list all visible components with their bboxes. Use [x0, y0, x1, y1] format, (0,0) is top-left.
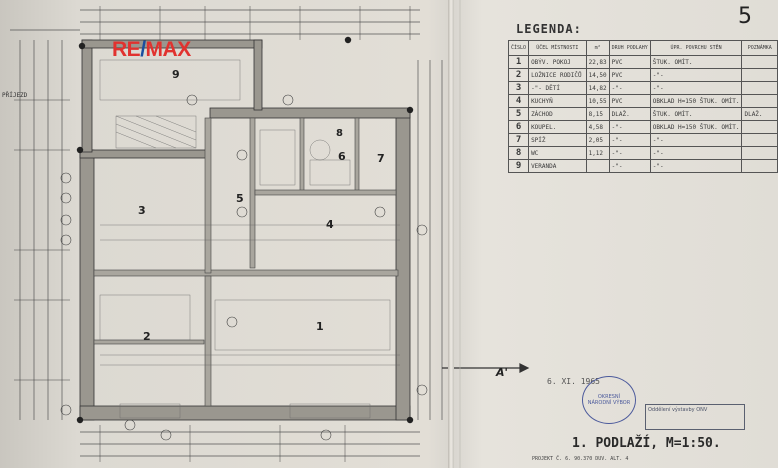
round-stamp-text: OKRESNÍ NÁRODNÍ VÝBOR	[587, 394, 631, 406]
legend-cell-floor: PVC	[608, 94, 651, 108]
room-label-6: 6	[338, 150, 346, 163]
legend-cell-note	[741, 159, 778, 173]
legend-header: ČÍSLO	[507, 40, 530, 56]
legend-cell-walls: -"-	[649, 68, 743, 82]
legend-cell-no: 6	[507, 120, 530, 134]
room-label-3: 3	[138, 204, 146, 217]
legend-cell-floor: -"-	[608, 146, 651, 160]
legend-cell-name: VERANDA	[528, 159, 587, 173]
legend-cell-walls: OBKLAD H=150 ŠTUK. OMÍT.	[649, 94, 743, 108]
legend-cell-name: SPÍŽ	[528, 133, 587, 147]
round-stamp: OKRESNÍ NÁRODNÍ VÝBOR	[582, 376, 636, 424]
legend-table: ČÍSLO ÚČEL MÍSTNOSTI m² DRUH PODLAHY ÚPR…	[507, 40, 778, 173]
legend-cell-no: 1	[507, 55, 530, 69]
legend-cell-walls: ŠTUK. OMÍT.	[649, 107, 743, 121]
legend-cell-note	[741, 55, 778, 69]
entrance-label: PŘÍJEZD	[2, 92, 28, 99]
legend-header: ÚČEL MÍSTNOSTI	[528, 40, 587, 56]
legend-cell-floor: -"-	[608, 133, 651, 147]
room-label-7: 7	[377, 152, 385, 165]
legend-cell-name: KUCHYŇ	[528, 94, 587, 108]
legend-cell-walls: -"-	[649, 133, 743, 147]
legend-header: m²	[585, 40, 610, 56]
paper-fold	[448, 0, 454, 468]
legend-cell-floor: -"-	[608, 81, 651, 95]
legend-cell-note	[741, 120, 778, 134]
legend-cell-walls: -"-	[649, 159, 743, 173]
remax-logo: RE/MAX	[112, 38, 191, 61]
legend-cell-note	[741, 146, 778, 160]
legend-cell-area: 14,82	[585, 81, 610, 95]
legend-cell-floor: PVC	[608, 68, 651, 82]
floor-title: 1. PODLAŽÍ, M=1:50.	[572, 436, 721, 451]
room-label-2: 2	[143, 330, 151, 343]
legend-cell-walls: ŠTUK. OMÍT.	[649, 55, 743, 69]
room-label-4: 4	[326, 218, 334, 231]
legend-cell-note	[741, 68, 778, 82]
legend-cell-area: 1,12	[585, 146, 610, 160]
legend-title: LEGENDA:	[516, 22, 582, 36]
legend-cell-name: -"- DĚTÍ	[528, 81, 587, 95]
room-label-8: 8	[336, 128, 343, 139]
legend-cell-no: 7	[507, 133, 530, 147]
legend-cell-no: 4	[507, 94, 530, 108]
legend-cell-note: DLAŽ.	[741, 107, 778, 121]
sheet-number: 5	[738, 4, 752, 29]
room-label-5: 5	[236, 192, 244, 205]
legend-cell-walls: -"-	[649, 81, 743, 95]
legend-cell-area: 10,55	[585, 94, 610, 108]
room-label-9: 9	[172, 68, 180, 81]
legend-cell-area: 8,15	[585, 107, 610, 121]
legend-cell-no: 9	[507, 159, 530, 173]
approval-box-stamp: Oddělení výstavby ONV	[645, 404, 745, 430]
legend-cell-note	[741, 94, 778, 108]
legend-cell-no: 3	[507, 81, 530, 95]
legend-cell-area: 2,05	[585, 133, 610, 147]
legend-cell-name: OBÝV. POKOJ	[528, 55, 587, 69]
legend-header: ÚPR. POVRCHU STĚN	[649, 40, 743, 56]
legend-cell-name: WC	[528, 146, 587, 160]
legend-cell-walls: -"-	[649, 146, 743, 160]
legend-cell-walls: OBKLAD H=150 ŠTUK. OMÍT.	[649, 120, 743, 134]
room-label-1: 1	[316, 320, 324, 333]
legend-cell-area	[585, 159, 610, 173]
legend-cell-name: KOUPEL.	[528, 120, 587, 134]
legend-cell-no: 5	[507, 107, 530, 121]
legend-cell-area: 14,50	[585, 68, 610, 82]
legend-cell-note	[741, 133, 778, 147]
legend-cell-no: 8	[507, 146, 530, 160]
legend-cell-no: 2	[507, 68, 530, 82]
project-line: PROJEKT Č. 6. 90.370 DUV. ALT. 4	[532, 456, 629, 462]
legend-header-row: ČÍSLO ÚČEL MÍSTNOSTI m² DRUH PODLAHY ÚPR…	[507, 40, 778, 56]
logo-slash: /	[140, 38, 146, 61]
legend-cell-area: 22,83	[585, 55, 610, 69]
legend-cell-note	[741, 81, 778, 95]
legend-cell-floor: -"-	[608, 159, 651, 173]
legend-header: DRUH PODLAHY	[608, 40, 651, 56]
legend-cell-name: ZÁCHOD	[528, 107, 587, 121]
legend-cell-floor: DLAŽ.	[608, 107, 651, 121]
legend-cell-area: 4,58	[585, 120, 610, 134]
date-stamp: 6. XI. 1965	[547, 377, 600, 386]
legend-header: POZNÁMKA	[741, 40, 778, 56]
legend-cell-name: LOŽNICE RODIČŮ	[528, 68, 587, 82]
legend-cell-floor: PVC	[608, 55, 651, 69]
section-marker: A'	[496, 366, 508, 379]
legend-cell-floor: -"-	[608, 120, 651, 134]
